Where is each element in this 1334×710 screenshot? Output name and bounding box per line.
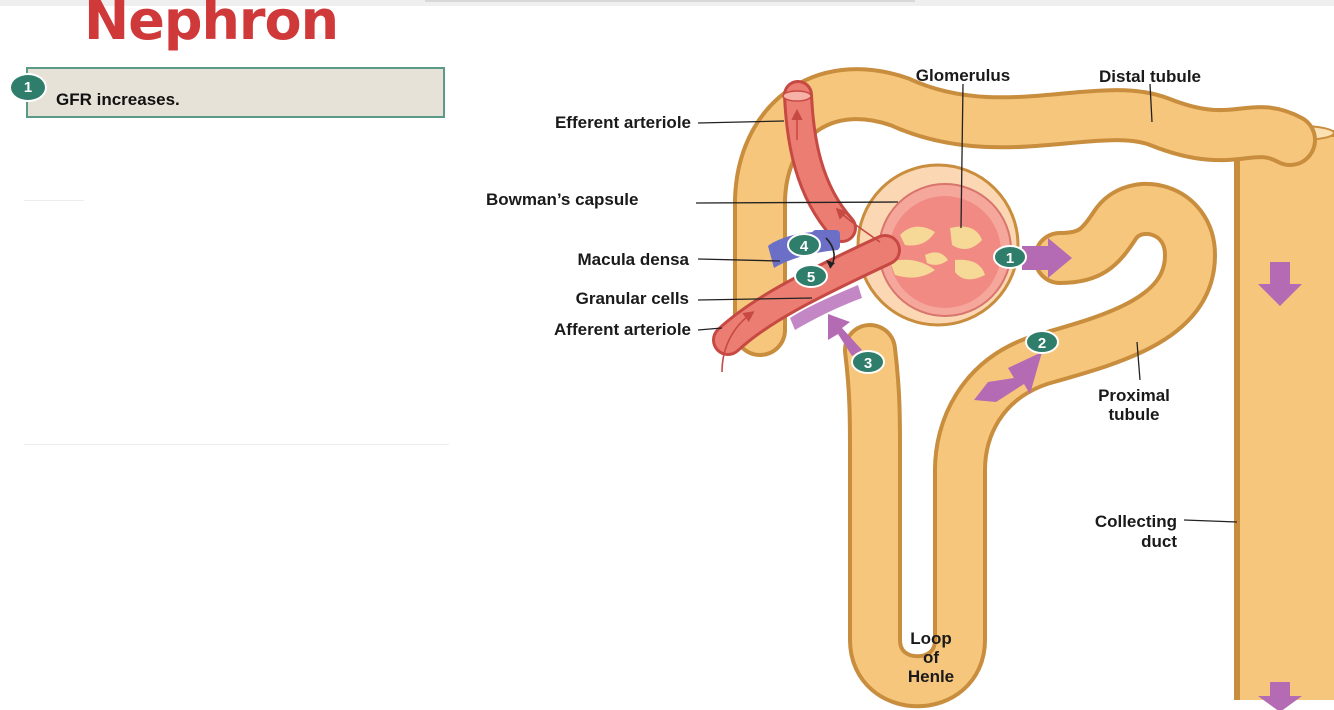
top-bar bbox=[0, 0, 1334, 6]
step-panel: GFR increases. 1 bbox=[9, 64, 454, 704]
label-loop-of-henle-line3: Henle bbox=[908, 667, 954, 686]
svg-text:4: 4 bbox=[800, 238, 809, 255]
flow-arrows bbox=[828, 238, 1302, 710]
page-title: Nephron bbox=[84, 0, 339, 52]
efferent-arteriole bbox=[782, 80, 857, 243]
panel-divider-bottom bbox=[24, 444, 449, 445]
top-bar-tab bbox=[425, 0, 915, 2]
label-distal-tubule: Distal tubule bbox=[1099, 67, 1201, 86]
step-box: GFR increases. bbox=[26, 67, 445, 118]
step-text: GFR increases. bbox=[56, 90, 180, 109]
label-granular-cells: Granular cells bbox=[576, 289, 689, 308]
label-proximal-tubule-line2: tubule bbox=[1109, 405, 1160, 424]
label-proximal-tubule-line1: Proximal bbox=[1098, 386, 1170, 405]
marker-3: 3 bbox=[851, 350, 885, 374]
marker-2: 2 bbox=[1025, 330, 1059, 354]
afferent-flow-arrow bbox=[835, 207, 881, 243]
nephron-svg: 1 2 3 4 5 Glomerulus Distal tubule Effer… bbox=[486, 66, 1334, 710]
nephron-tubule bbox=[733, 67, 1317, 709]
svg-text:2: 2 bbox=[1038, 335, 1046, 352]
collecting-duct bbox=[1234, 125, 1334, 700]
svg-text:1: 1 bbox=[1006, 250, 1014, 267]
label-efferent-arteriole: Efferent arteriole bbox=[555, 113, 691, 132]
label-glomerulus: Glomerulus bbox=[916, 66, 1010, 85]
flow-arrow-2 bbox=[974, 352, 1042, 402]
label-collecting-duct-line2: duct bbox=[1141, 532, 1177, 551]
step-number-badge: 1 bbox=[9, 73, 47, 102]
label-loop-of-henle-line1: Loop bbox=[910, 629, 952, 648]
svg-text:5: 5 bbox=[807, 269, 815, 286]
granular-cells bbox=[790, 285, 862, 330]
leader-lines bbox=[695, 83, 1238, 523]
afferent-arteriole bbox=[712, 234, 901, 373]
marker-4: 4 bbox=[787, 233, 821, 257]
marker-5: 5 bbox=[794, 264, 828, 288]
nephron-diagram: 1 2 3 4 5 Glomerulus Distal tubule Effer… bbox=[462, 55, 1334, 710]
label-bowmans-capsule: Bowman’s capsule bbox=[486, 190, 638, 209]
marker-1: 1 bbox=[993, 245, 1027, 269]
svg-text:3: 3 bbox=[864, 355, 872, 372]
panel-divider-top bbox=[24, 200, 84, 201]
glomerulus bbox=[889, 196, 1001, 308]
flow-arrow-1 bbox=[1022, 238, 1072, 278]
label-afferent-arteriole: Afferent arteriole bbox=[554, 320, 691, 339]
flow-arrow-3 bbox=[828, 314, 862, 356]
label-macula-densa: Macula densa bbox=[578, 250, 690, 269]
label-loop-of-henle-line2: of bbox=[923, 648, 939, 667]
label-collecting-duct-line1: Collecting bbox=[1095, 512, 1177, 531]
flow-arrow-collecting-out bbox=[1258, 682, 1302, 710]
flow-arrow-collecting bbox=[1258, 262, 1302, 306]
